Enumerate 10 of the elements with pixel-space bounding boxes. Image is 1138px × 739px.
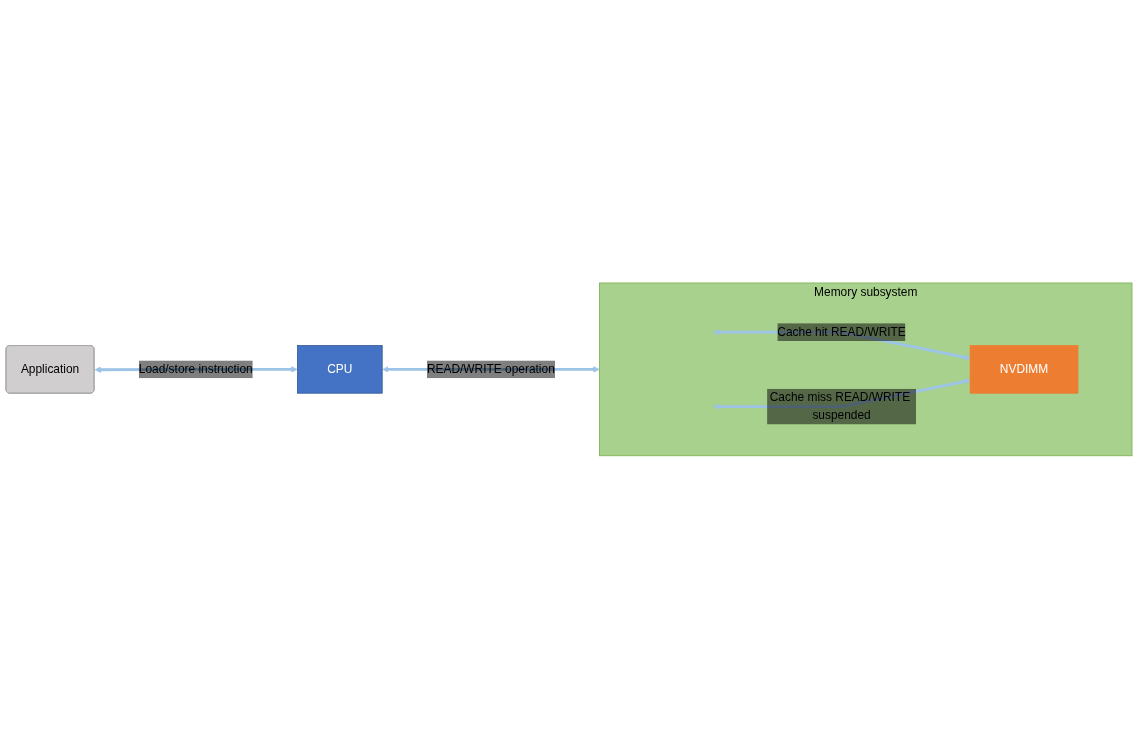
edge-label: Cache hit READ/WRITE — [777, 325, 906, 339]
edge-label: Load/store instruction — [138, 362, 253, 376]
arrow — [713, 328, 971, 361]
arrow — [94, 366, 298, 374]
node-box: NVDIMM — [969, 345, 1079, 394]
arrow — [713, 378, 971, 411]
node-box: CPU — [297, 345, 383, 394]
edge-label: READ/WRITE operation — [426, 362, 555, 376]
edge-label: Cache miss READ/WRITE suspended — [769, 391, 911, 422]
arrow — [382, 366, 600, 373]
